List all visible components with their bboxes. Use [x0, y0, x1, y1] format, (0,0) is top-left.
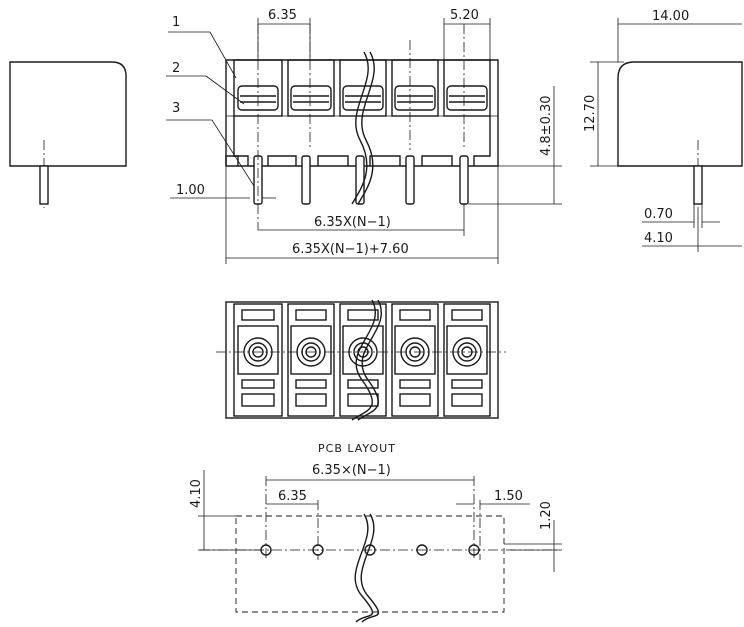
pcb-layout — [200, 476, 560, 623]
front-dimensions: 6.35 5.20 1 2 3 1.00 6.35X(N−1) 6.35X(N−… — [166, 8, 562, 264]
pcb-dimensions: 6.35×(N−1) 6.35 1.50 4.10 1.20 — [189, 463, 562, 572]
dim-pcb-span: 6.35×(N−1) — [312, 463, 391, 478]
left-side-view — [9, 61, 127, 208]
clamp-4 — [394, 85, 436, 111]
front-pins — [253, 155, 469, 205]
dim-pitch-top: 6.35 — [268, 8, 297, 23]
clamp-2 — [290, 85, 332, 111]
dim-pcb-height: 4.10 — [189, 479, 204, 508]
side-dimensions: 14.00 12.70 0.70 4.10 — [583, 9, 742, 252]
dim-pin-length: 4.8±0.30 — [539, 95, 554, 156]
dim-side-height: 12.70 — [583, 95, 598, 132]
dim-side-pin-offset: 4.10 — [644, 231, 673, 246]
dim-pcb-pitch: 6.35 — [278, 489, 307, 504]
dim-pin-dia: 1.00 — [176, 183, 205, 198]
top-view — [216, 299, 506, 421]
callout-2: 2 — [172, 61, 180, 76]
dim-pin-width-top: 5.20 — [450, 8, 479, 23]
dim-pcb-hole: 1.50 — [494, 489, 523, 504]
right-side-view — [617, 61, 743, 208]
dim-span-total: 6.35X(N−1)+7.60 — [292, 242, 409, 257]
callout-1: 1 — [172, 15, 180, 30]
dim-pcb-offset: 1.20 — [539, 501, 554, 530]
pcb-layout-title: PCB LAYOUT — [318, 442, 396, 455]
top-cells — [233, 303, 491, 417]
callout-3: 3 — [172, 101, 180, 116]
dim-side-pin-w: 0.70 — [644, 207, 673, 222]
dim-span-pins: 6.35X(N−1) — [314, 215, 391, 230]
front-view — [225, 24, 499, 230]
dim-side-width: 14.00 — [652, 9, 689, 24]
clamp-5 — [446, 85, 488, 111]
